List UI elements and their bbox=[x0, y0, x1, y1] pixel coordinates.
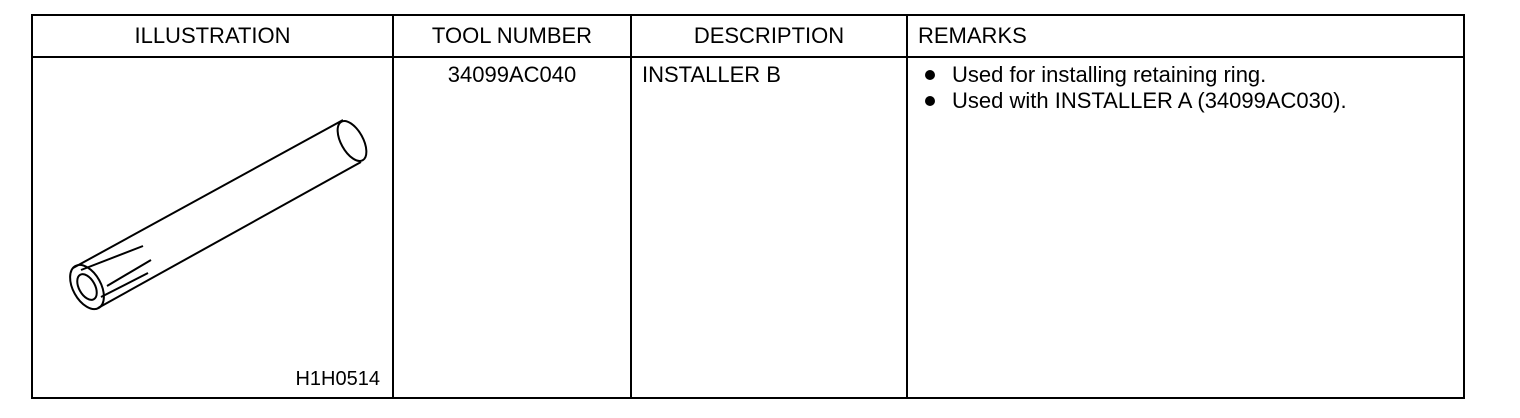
tool-number-cell: 34099AC040 bbox=[392, 56, 632, 399]
remark-text: Used with INSTALLER A (34099AC030). bbox=[952, 88, 1347, 113]
description-header: DESCRIPTION bbox=[630, 14, 908, 58]
table-row: H1H0514 34099AC040 INSTALLER B Used for … bbox=[31, 56, 1465, 399]
remarks-header: REMARKS bbox=[906, 14, 1465, 58]
installer-tube-icon bbox=[69, 119, 368, 311]
bullet-icon bbox=[925, 96, 935, 106]
remark-item: Used with INSTALLER A (34099AC030). bbox=[922, 88, 1463, 114]
figure-code: H1H0514 bbox=[295, 368, 380, 390]
remark-text: Used for installing retaining ring. bbox=[952, 62, 1267, 87]
tool-number-header: TOOL NUMBER bbox=[392, 14, 632, 58]
remark-item: Used for installing retaining ring. bbox=[922, 62, 1463, 88]
special-tool-table: ILLUSTRATION TOOL NUMBER DESCRIPTION REM… bbox=[31, 14, 1465, 399]
bullet-icon bbox=[925, 70, 935, 80]
illustration-header: ILLUSTRATION bbox=[31, 14, 394, 58]
illustration-cell: H1H0514 bbox=[31, 56, 394, 399]
table-header-row: ILLUSTRATION TOOL NUMBER DESCRIPTION REM… bbox=[31, 14, 1465, 58]
remarks-list: Used for installing retaining ring. Used… bbox=[922, 62, 1463, 114]
remarks-cell: Used for installing retaining ring. Used… bbox=[906, 56, 1465, 399]
description-cell: INSTALLER B bbox=[630, 56, 908, 399]
